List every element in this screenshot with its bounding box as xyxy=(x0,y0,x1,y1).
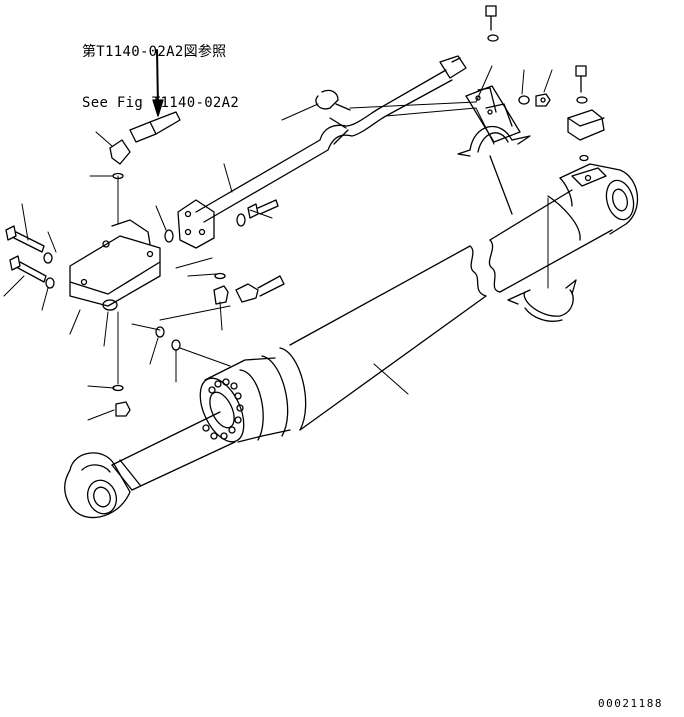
figure-reference[interactable]: 第T1140-02A2図参照 See Fig T1140-02A2 xyxy=(82,10,239,146)
washer-nut[interactable] xyxy=(519,94,550,106)
bolt-top[interactable] xyxy=(486,6,498,41)
cylinder-head[interactable] xyxy=(191,348,305,448)
hydraulic-cylinder[interactable] xyxy=(65,164,638,518)
bolt-left-lower[interactable] xyxy=(10,256,46,282)
valve-block[interactable] xyxy=(70,220,160,306)
bolt-flange[interactable] xyxy=(248,200,278,218)
tube-clamp-upper[interactable] xyxy=(458,88,530,214)
plug-bottom[interactable] xyxy=(116,402,130,416)
figure-reference-en: See Fig T1140-02A2 xyxy=(82,95,240,111)
plug-fitting[interactable] xyxy=(214,286,228,304)
hose-clip[interactable] xyxy=(316,90,350,110)
bolt-left-upper[interactable] xyxy=(6,226,44,252)
rod-eye[interactable] xyxy=(65,453,130,518)
mounting-bracket[interactable] xyxy=(466,86,520,142)
piston-rod xyxy=(112,412,235,490)
cylinder-bottom[interactable] xyxy=(560,164,638,234)
figure-reference-jp: 第T1140-02A2図参照 xyxy=(82,44,227,60)
cylinder-tube[interactable] xyxy=(290,190,612,430)
tube-clamp-lower[interactable] xyxy=(508,280,576,321)
elbow-fitting[interactable] xyxy=(110,112,180,164)
hose-flange[interactable] xyxy=(178,200,214,248)
hydraulic-hose[interactable] xyxy=(196,56,466,222)
clamp-block[interactable] xyxy=(568,110,604,161)
leader-lines xyxy=(4,66,552,420)
document-number: 00021188 xyxy=(598,697,663,710)
o-rings[interactable] xyxy=(44,174,245,391)
adapter-fitting[interactable] xyxy=(236,276,284,302)
reference-arrow xyxy=(153,50,163,116)
bolt-right[interactable] xyxy=(576,66,587,103)
